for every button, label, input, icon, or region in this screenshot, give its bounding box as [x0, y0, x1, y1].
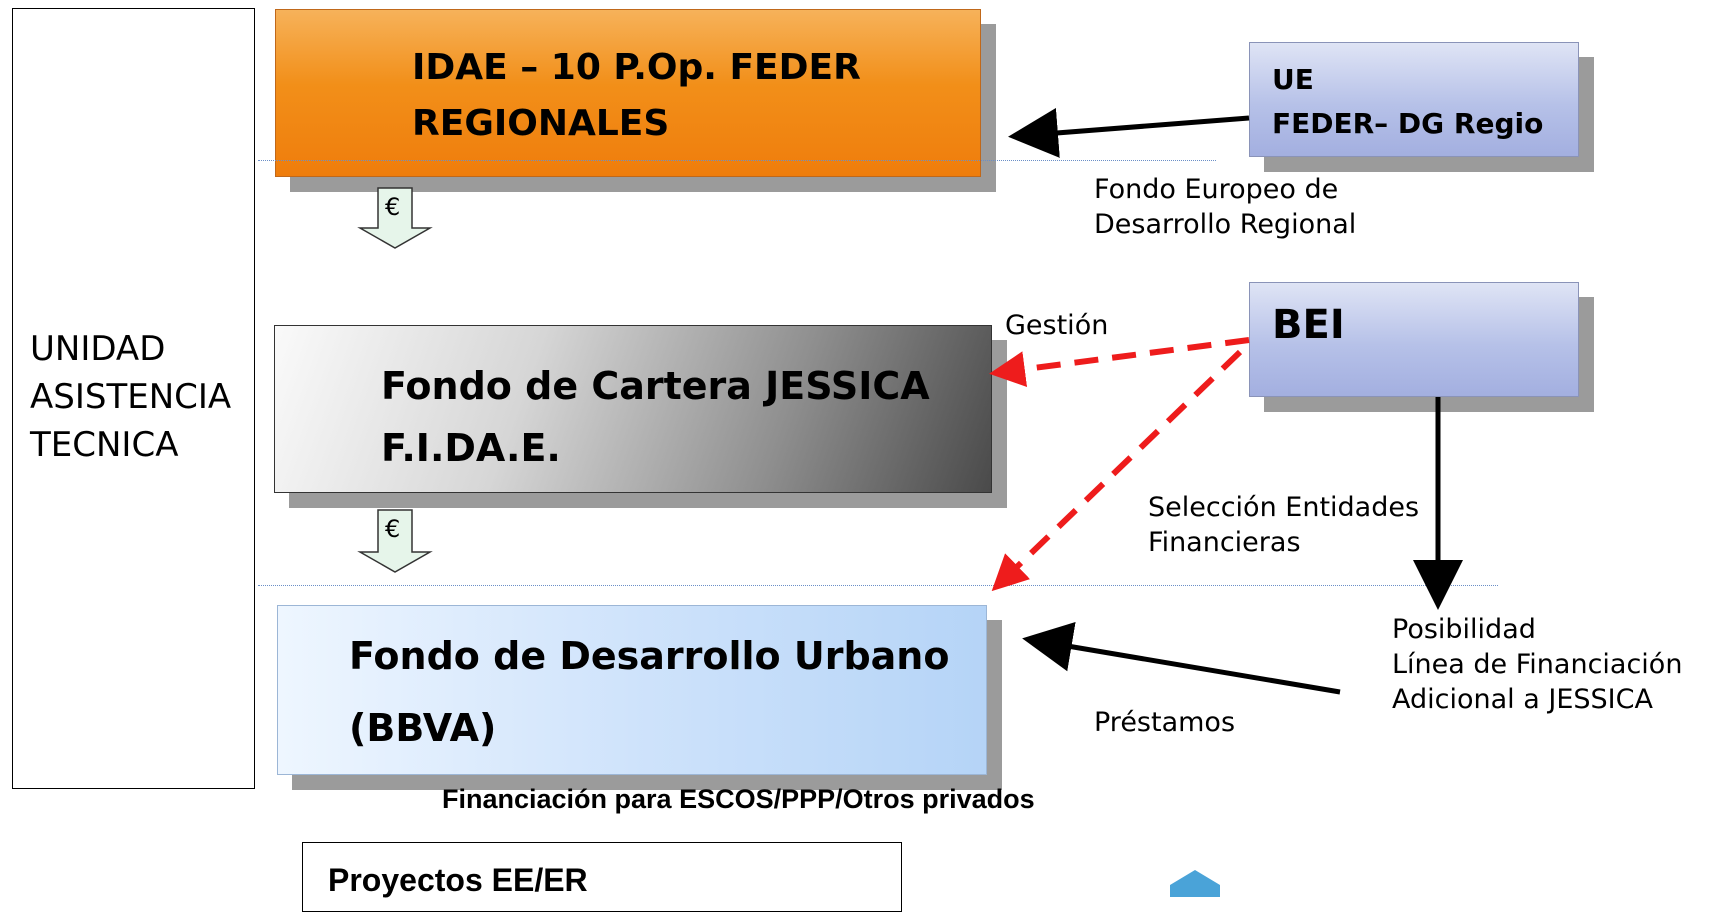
- euro-arrow-1: [357, 187, 433, 249]
- arrow-ue-to-idae: [1008, 107, 1250, 158]
- fdu-title-line-2: (BBVA): [349, 706, 497, 750]
- separator-top: [258, 160, 1216, 161]
- fondo-europeo-line-2: Desarrollo Regional: [1094, 209, 1357, 240]
- seleccion-line-1: Selección Entidades: [1148, 492, 1420, 523]
- proyectos-title: Proyectos EE/ER: [328, 862, 588, 898]
- gestion-label: Gestión: [1005, 310, 1109, 341]
- fondo-europeo-label: Fondo Europeo de Desarrollo Regional: [1094, 172, 1356, 242]
- ue-title: UE FEDER– DG Regio: [1272, 58, 1543, 146]
- jessica-box: [274, 325, 992, 493]
- arrow-bei-to-fdu: [991, 349, 1243, 592]
- unit-label-line-2: ASISTENCIA: [30, 377, 232, 417]
- bei-box: [1249, 282, 1579, 397]
- ue-title-line-2: FEDER– DG Regio: [1272, 107, 1544, 140]
- idae-title-line-1: IDAE – 10 P.Op. FEDER: [412, 47, 861, 88]
- euro-symbol-1: €: [385, 193, 401, 221]
- fdu-box: [277, 605, 987, 775]
- fondo-europeo-line-1: Fondo Europeo de: [1094, 174, 1339, 205]
- posibilidad-line-1: Posibilidad: [1392, 614, 1536, 645]
- posibilidad-line-3: Adicional a JESSICA: [1392, 684, 1653, 715]
- euro-symbol-2: €: [385, 515, 401, 543]
- seleccion-line-2: Financieras: [1148, 527, 1301, 558]
- separator-middle: [258, 585, 1498, 586]
- ue-title-line-1: UE: [1272, 63, 1314, 96]
- unit-label-line-3: TECNICA: [30, 425, 179, 465]
- idae-title-line-2: REGIONALES: [412, 103, 670, 144]
- fdu-title-line-1: Fondo de Desarrollo Urbano: [349, 634, 950, 678]
- idae-box: [275, 9, 981, 177]
- financiacion-caption: Financiación para ESCOS/PPP/Otros privad…: [442, 784, 1035, 814]
- unit-box: [12, 8, 255, 789]
- fdu-title: Fondo de Desarrollo Urbano (BBVA): [349, 620, 949, 764]
- posibilidad-line-2: Línea de Financiación: [1392, 649, 1683, 680]
- jessica-title-line-1: Fondo de Cartera JESSICA: [381, 364, 930, 408]
- arrow-bei-to-jessica: [989, 337, 1250, 387]
- bei-title: BEI: [1272, 302, 1345, 348]
- unit-label-line-1: UNIDAD: [30, 329, 166, 369]
- idae-title: IDAE – 10 P.Op. FEDER REGIONALES: [412, 40, 861, 152]
- jessica-title: Fondo de Cartera JESSICA F.I.DA.E.: [381, 355, 930, 479]
- partial-blue-shape: [1170, 870, 1220, 897]
- prestamos-label: Préstamos: [1094, 707, 1236, 738]
- euro-arrow-2: [357, 509, 433, 573]
- seleccion-label: Selección Entidades Financieras: [1148, 490, 1419, 560]
- arrow-posibilidad-to-fdu: [1022, 622, 1341, 695]
- unit-label: UNIDAD ASISTENCIA TECNICA: [30, 325, 231, 469]
- ue-box: [1249, 42, 1579, 157]
- posibilidad-label: Posibilidad Línea de Financiación Adicio…: [1392, 612, 1682, 717]
- jessica-title-line-2: F.I.DA.E.: [381, 426, 561, 470]
